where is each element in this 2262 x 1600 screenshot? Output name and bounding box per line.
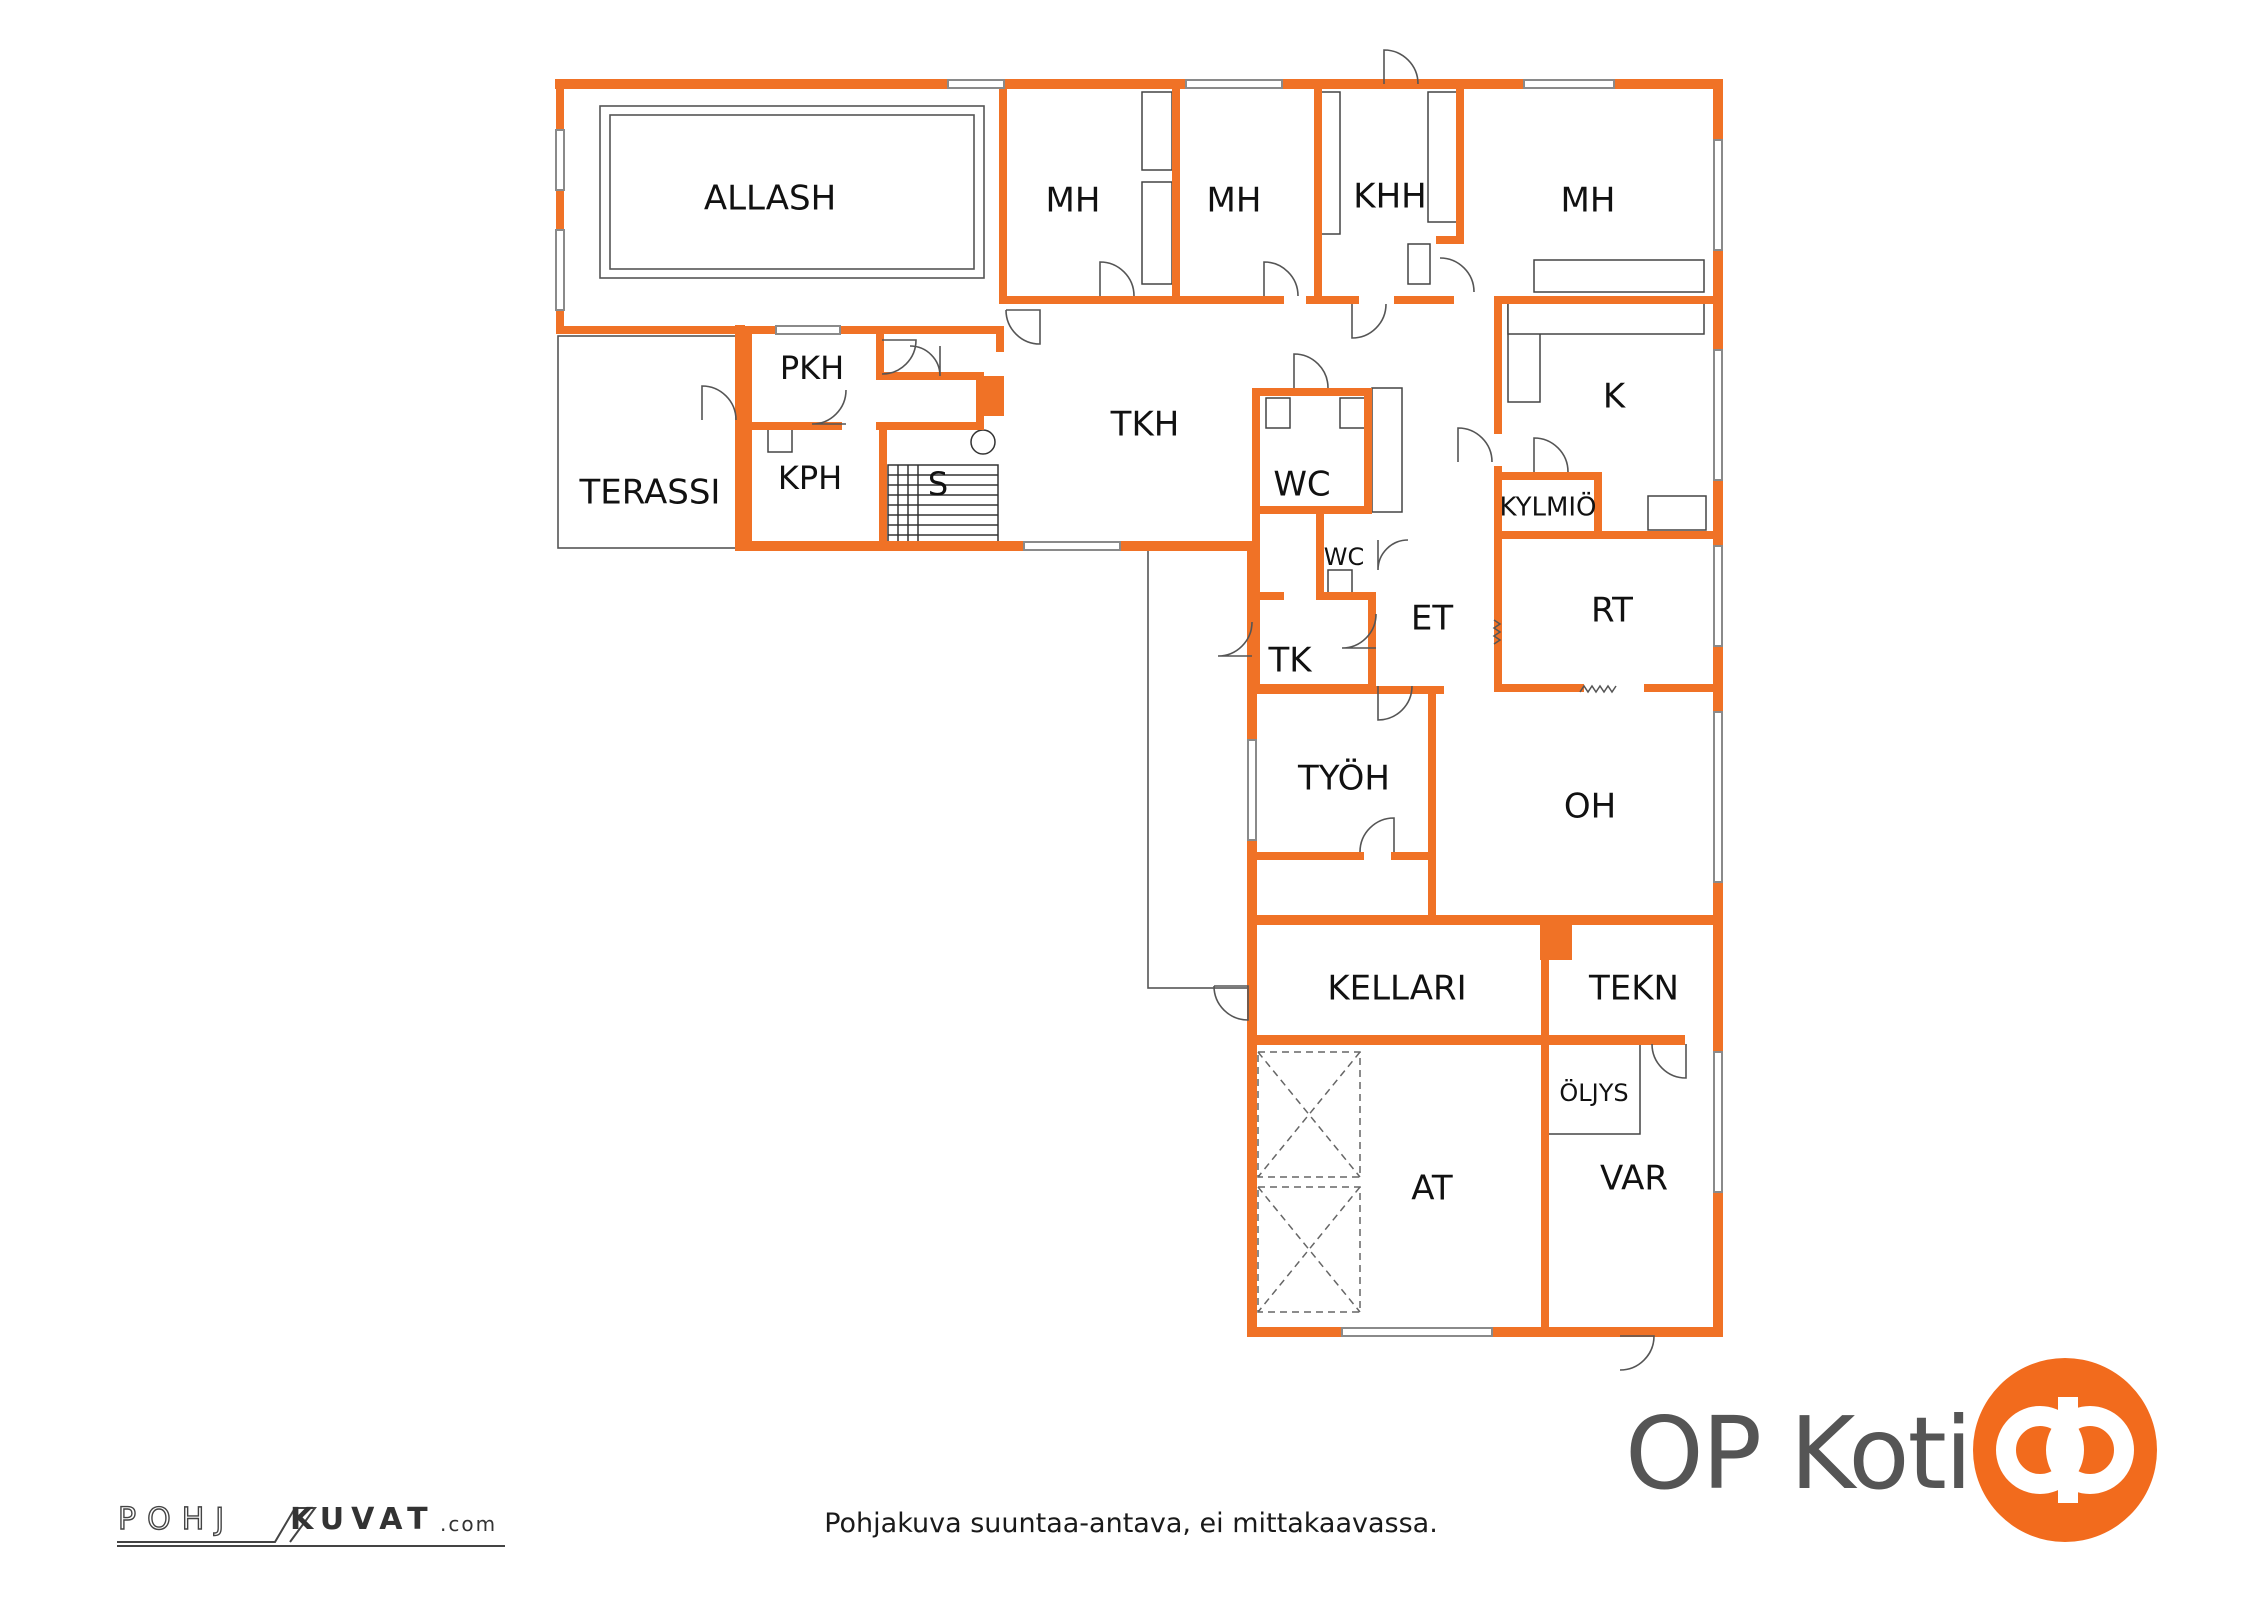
brand-name: OP Koti — [1625, 1395, 1973, 1512]
room-label-et: ET — [1411, 599, 1453, 639]
room-label-wc-1: WC — [1273, 465, 1330, 505]
carport-outline — [1147, 547, 1251, 989]
room-label-var: VAR — [1600, 1159, 1668, 1199]
room-label-tk: TK — [1267, 641, 1313, 681]
folding-doors — [1492, 619, 1617, 694]
watermark-left: POHJ — [117, 1501, 236, 1537]
room-label-tekn: TEKN — [1588, 969, 1679, 1009]
room-label-pkh: PKH — [780, 349, 844, 387]
room-label-mh-1: MH — [1046, 181, 1101, 221]
disclaimer-text: Pohjakuva suuntaa-antava, ei mittakaavas… — [824, 1508, 1438, 1539]
terrace-outline — [557, 335, 744, 549]
room-label-rt: RT — [1591, 591, 1633, 631]
room-labels: ALLASH MH MH KHH MH PKH TERASSI KPH S TK… — [579, 177, 1679, 1209]
room-label-oljys: ÖLJYS — [1559, 1078, 1628, 1107]
watermark-domain: .com — [440, 1512, 498, 1536]
room-label-tkh: TKH — [1110, 405, 1180, 445]
room-label-khh: KHH — [1353, 177, 1426, 217]
room-label-s: S — [928, 465, 948, 503]
room-label-allash: ALLASH — [704, 179, 836, 219]
fixtures — [767, 91, 1707, 1135]
staircase — [887, 464, 999, 544]
pool-inner — [609, 114, 975, 270]
room-label-kph: KPH — [778, 459, 842, 497]
pool-outline — [599, 105, 985, 279]
windows — [555, 79, 1723, 1337]
watermark-logo-icon — [117, 1507, 505, 1547]
room-label-tyoh: TYÖH — [1297, 758, 1390, 799]
room-label-kylmio: KYLMIÖ — [1499, 491, 1596, 523]
doors — [701, 49, 1687, 1371]
room-label-kellari: KELLARI — [1327, 969, 1466, 1009]
room-label-mh-2: MH — [1207, 181, 1262, 221]
room-label-terassi: TERASSI — [579, 473, 721, 513]
room-label-at: AT — [1411, 1169, 1453, 1209]
garage-door-panels — [1257, 1051, 1361, 1313]
op-logo-icon — [1973, 1358, 2157, 1542]
room-label-mh-3: MH — [1561, 181, 1616, 221]
room-label-k: K — [1603, 377, 1627, 417]
room-label-oh: OH — [1564, 787, 1616, 827]
watermark-right: KUVAT — [290, 1502, 435, 1537]
room-label-wc-2: WC — [1324, 543, 1365, 571]
